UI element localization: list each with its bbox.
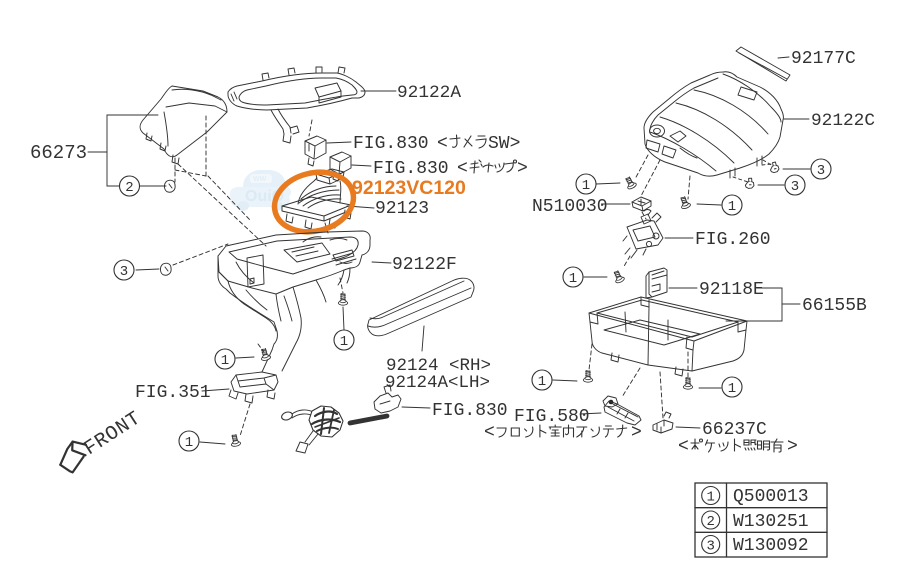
svg-text:3: 3: [120, 264, 128, 280]
svg-text:1: 1: [707, 490, 715, 506]
svg-text:FIG.351: FIG.351: [135, 383, 211, 403]
svg-text:3: 3: [791, 179, 799, 195]
svg-text:2: 2: [707, 514, 715, 530]
svg-text:WW: WW: [253, 176, 267, 183]
svg-text:92122A: 92122A: [397, 83, 461, 103]
svg-text:<: <: [457, 159, 468, 179]
svg-text:92123VC120: 92123VC120: [352, 177, 466, 199]
svg-text:>: >: [631, 423, 642, 443]
svg-text:92123: 92123: [375, 199, 429, 219]
svg-text:Q500013: Q500013: [733, 487, 809, 507]
svg-text:W130251: W130251: [733, 512, 809, 532]
svg-text:1: 1: [728, 199, 736, 215]
svg-text:N510030: N510030: [532, 197, 608, 217]
svg-text:92122F: 92122F: [392, 255, 457, 275]
svg-text:1: 1: [185, 435, 193, 451]
svg-text:92177C: 92177C: [791, 49, 856, 69]
svg-text:66237C: 66237C: [702, 420, 767, 440]
svg-text:1: 1: [538, 374, 546, 390]
svg-text:W130092: W130092: [733, 536, 809, 556]
svg-text:92118E: 92118E: [699, 280, 764, 300]
svg-text:SW>: SW>: [488, 134, 520, 154]
svg-text:<: <: [678, 437, 689, 457]
svg-text:FIG.260: FIG.260: [695, 230, 771, 250]
svg-text:>: >: [787, 437, 798, 457]
svg-text:2: 2: [125, 180, 133, 196]
svg-text:66155B: 66155B: [802, 296, 867, 316]
svg-text:1: 1: [569, 271, 577, 287]
svg-text:FIG.830: FIG.830: [373, 159, 449, 179]
svg-text:FIG.830: FIG.830: [353, 134, 429, 154]
svg-text:66273: 66273: [30, 142, 87, 164]
svg-text:92124A<LH>: 92124A<LH>: [385, 373, 490, 393]
svg-text:1: 1: [582, 178, 590, 194]
svg-text:92122C: 92122C: [811, 111, 875, 131]
svg-text:1: 1: [728, 381, 736, 397]
svg-text:1: 1: [340, 334, 348, 350]
svg-text:<: <: [437, 134, 448, 154]
svg-text:92124 <RH>: 92124 <RH>: [386, 356, 491, 376]
svg-text:<: <: [484, 423, 495, 443]
svg-text:3: 3: [707, 539, 715, 555]
svg-text:FIG.830: FIG.830: [432, 401, 508, 421]
svg-text:FIG.580: FIG.580: [514, 407, 590, 427]
svg-text:3: 3: [817, 163, 825, 179]
svg-text:>: >: [517, 159, 528, 179]
svg-text:1: 1: [221, 353, 229, 369]
